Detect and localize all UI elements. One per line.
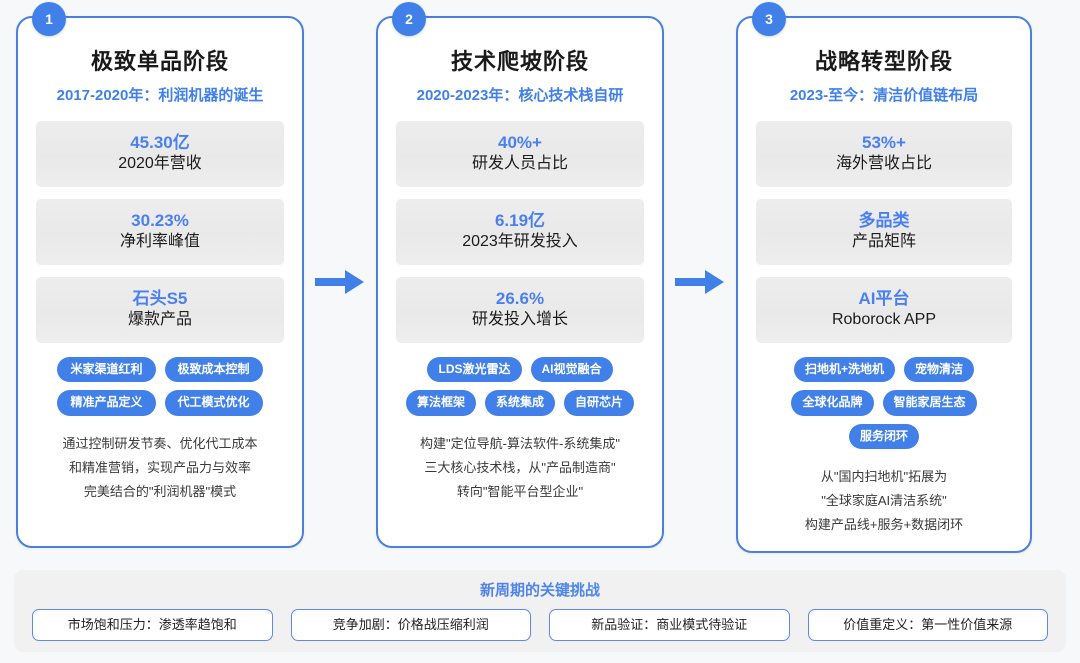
metric-box: 多品类 产品矩阵 (756, 199, 1012, 266)
description-line: 构建产品线+服务+数据闭环 (804, 516, 964, 532)
description-line: 和精准营销，实现产品力与效率 (68, 459, 251, 475)
tag-item[interactable]: 极致成本控制 (164, 357, 263, 383)
challenge-item[interactable]: 市场饱和压力：渗透率趋饱和 (32, 609, 273, 641)
description-line: 完美结合的"利润机器"模式 (83, 483, 237, 499)
metric-value: 30.23% (131, 211, 189, 231)
description-line: 从"国内扫地机"拓展为 (820, 468, 948, 484)
tag-item[interactable]: 宠物清洁 (904, 357, 975, 383)
stage-title-3: 战略转型阶段 (814, 49, 953, 74)
description-line: 构建"定位导航-算法软件-系统集成" (420, 435, 620, 451)
stage-number-badge-2: 2 (392, 2, 426, 36)
metric-label: 产品矩阵 (851, 233, 916, 251)
challenges-title: 新周期的关键挑战 (32, 579, 1048, 600)
metric-box: 53%+ 海外营收占比 (756, 121, 1012, 188)
tag-item[interactable]: 米家渠道红利 (57, 357, 156, 383)
metric-value: 多品类 (858, 211, 910, 231)
stage-description-3: 从"国内扫地机"拓展为 "全球家庭AI清洁系统" 构建产品线+服务+数据闭环 (756, 465, 1012, 537)
stage-subtitle-2: 2020-2023年：核心技术栈自研 (416, 87, 624, 104)
metric-value: 26.6% (495, 289, 545, 309)
tag-list-3: 扫地机+洗地机 宠物清洁 全球化品牌 智能家居生态 服务闭环 (756, 357, 1012, 449)
stage-number-badge-3: 3 (752, 2, 786, 36)
arrow-right-icon-1 (304, 16, 376, 548)
metric-label: 2023年研发投入 (462, 233, 578, 251)
metric-value: 石头S5 (132, 289, 188, 309)
stage-title-1: 极致单品阶段 (90, 49, 229, 74)
metric-box: 6.19亿 2023年研发投入 (396, 199, 644, 266)
challenge-item[interactable]: 价值重定义：第一性价值来源 (807, 609, 1048, 641)
metric-box: 石头S5 爆款产品 (36, 277, 284, 344)
stage-title-2: 技术爬坡阶段 (450, 49, 589, 74)
metric-label: 净利率峰值 (119, 233, 200, 251)
tag-item[interactable]: 算法框架 (405, 390, 476, 416)
metric-box: AI平台 Roborock APP (756, 277, 1012, 344)
challenge-item[interactable]: 竞争加剧：价格战压缩利润 (290, 609, 531, 641)
description-line: 通过控制研发节奏、优化代工成本 (62, 435, 258, 451)
tag-item[interactable]: 自研芯片 (564, 390, 635, 416)
tag-item[interactable]: 系统集成 (484, 390, 555, 416)
metric-value: AI平台 (858, 289, 910, 309)
metric-box: 45.30亿 2020年营收 (36, 121, 284, 188)
tag-item[interactable]: AI视觉融合 (530, 357, 613, 383)
metric-box: 40%+ 研发人员占比 (396, 121, 644, 188)
stage-card-2[interactable]: 2 技术爬坡阶段 2020-2023年：核心技术栈自研 40%+ 研发人员占比 … (376, 2, 664, 548)
tag-item[interactable]: 扫地机+洗地机 (793, 357, 895, 383)
stage-number-badge-1: 1 (32, 2, 66, 36)
description-line: 转向"智能平台型企业" (456, 483, 584, 499)
metric-label: 研发人员占比 (471, 155, 568, 173)
arrow-right-icon-2 (664, 16, 736, 548)
stage-subtitle-3: 2023-至今：清洁价值链布局 (789, 87, 979, 104)
metric-label: 研发投入增长 (471, 311, 568, 329)
metric-box: 30.23% 净利率峰值 (36, 199, 284, 266)
challenge-item[interactable]: 新品验证：商业模式待验证 (549, 609, 790, 641)
tag-list-2: LDS激光雷达 AI视觉融合 算法框架 系统集成 自研芯片 (396, 357, 644, 416)
stage-description-2: 构建"定位导航-算法软件-系统集成" 三大核心技术栈，从"产品制造商" 转向"智… (396, 432, 644, 504)
tag-item[interactable]: 代工模式优化 (164, 390, 263, 416)
tag-list-1: 米家渠道红利 极致成本控制 精准产品定义 代工模式优化 (36, 357, 284, 416)
metric-value: 53%+ (862, 133, 906, 152)
description-line: 三大核心技术栈，从"产品制造商" (424, 459, 616, 475)
tag-item[interactable]: 服务闭环 (848, 423, 919, 449)
stage-card-3[interactable]: 3 战略转型阶段 2023-至今：清洁价值链布局 53%+ 海外营收占比 多品类… (736, 2, 1032, 553)
description-line: "全球家庭AI清洁系统" (821, 492, 947, 508)
tag-item[interactable]: 全球化品牌 (791, 390, 874, 416)
stage-description-1: 通过控制研发节奏、优化代工成本 和精准营销，实现产品力与效率 完美结合的"利润机… (36, 432, 284, 504)
metric-value: 45.30亿 (130, 133, 190, 152)
tag-item[interactable]: LDS激光雷达 (427, 357, 522, 383)
stage-subtitle-1: 2017-2020年：利润机器的诞生 (56, 87, 264, 104)
challenges-list: 市场饱和压力：渗透率趋饱和 竞争加剧：价格战压缩利润 新品验证：商业模式待验证 … (32, 609, 1048, 641)
metric-box: 26.6% 研发投入增长 (396, 277, 644, 344)
metric-value: 6.19亿 (494, 211, 546, 231)
metric-value: 40%+ (498, 133, 542, 152)
challenges-panel: 新周期的关键挑战 市场饱和压力：渗透率趋饱和 竞争加剧：价格战压缩利润 新品验证… (14, 570, 1066, 652)
stage-card-1[interactable]: 1 极致单品阶段 2017-2020年：利润机器的诞生 45.30亿 2020年… (16, 2, 304, 548)
tag-item[interactable]: 精准产品定义 (57, 390, 156, 416)
metric-label: 海外营收占比 (835, 155, 932, 173)
tag-item[interactable]: 智能家居生态 (882, 390, 977, 416)
stage-row: 1 极致单品阶段 2017-2020年：利润机器的诞生 45.30亿 2020年… (16, 2, 1032, 553)
metric-label: 2020年营收 (118, 155, 202, 173)
metric-label: Roborock APP (831, 311, 937, 329)
metric-label: 爆款产品 (127, 311, 192, 329)
